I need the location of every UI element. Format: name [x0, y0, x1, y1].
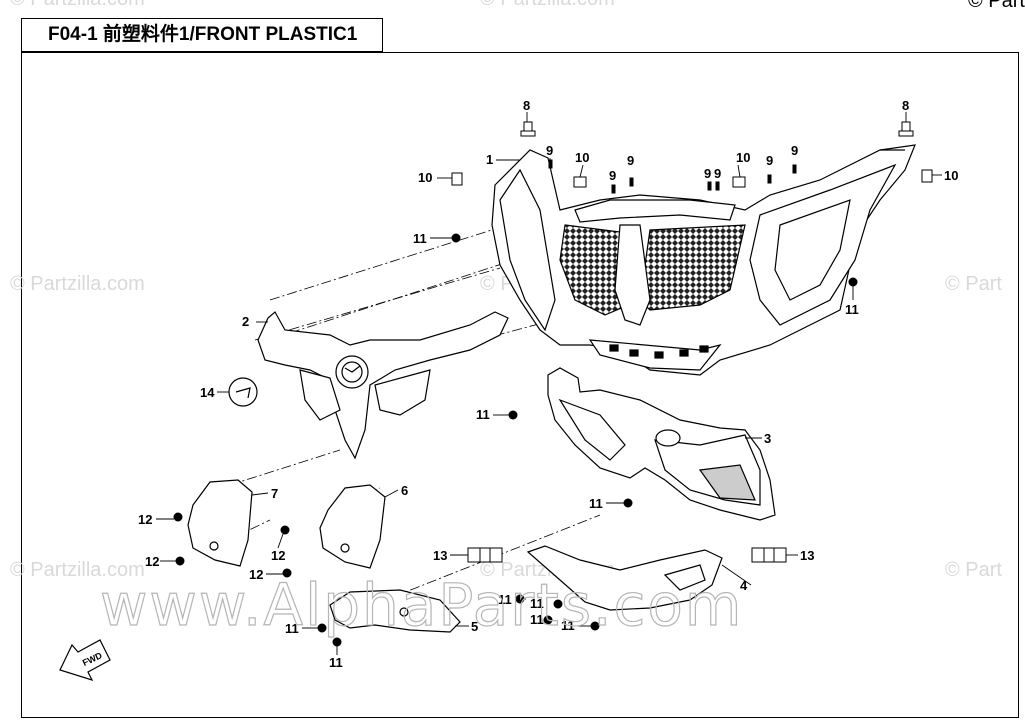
screw-icons [173, 233, 858, 647]
side-guard-part-6 [319, 484, 386, 569]
emblem-part-14 [228, 377, 258, 407]
bolt-icons [520, 121, 914, 137]
callout-9: 9 [546, 143, 553, 158]
watermark-partzilla-mid-right: © Part [945, 273, 1002, 295]
watermark-partzilla-low-left: © Partzilla.com [10, 559, 145, 581]
callout-1: 1 [486, 152, 493, 167]
clip-part-13-left [467, 547, 503, 563]
watermark-partzilla-top-center: © Partzilla.com [480, 0, 615, 11]
callout-6: 6 [401, 483, 408, 498]
callout-11: 11 [530, 612, 544, 627]
callout-11: 11 [589, 496, 603, 511]
callout-7: 7 [271, 486, 278, 501]
callout-4: 4 [740, 578, 748, 593]
callout-labels: 8 8 1 9 10 9 9 9 9 10 9 9 10 10 11 11 2 … [138, 98, 958, 670]
callout-12: 12 [271, 548, 285, 563]
clip-nut-icons [451, 169, 933, 188]
callout-11: 11 [498, 592, 512, 607]
watermark-alphaparts: www.AlphaParts.com [100, 571, 743, 639]
callout-11: 11 [561, 618, 575, 633]
callout-13: 13 [800, 548, 814, 563]
bumper-trim-part-2 [257, 311, 509, 460]
callout-9: 9 [609, 168, 616, 183]
watermark-partzilla-low-right: © Part [945, 559, 1002, 581]
callout-11: 11 [476, 407, 490, 422]
callout-10: 10 [944, 168, 958, 183]
callout-10: 10 [736, 150, 750, 165]
callout-9: 9 [627, 153, 634, 168]
callout-9: 9 [766, 153, 773, 168]
callout-12: 12 [249, 567, 263, 582]
callout-11: 11 [329, 655, 343, 670]
pin-icons [548, 159, 797, 194]
skid-plate-part-4 [526, 545, 723, 611]
callout-10: 10 [418, 170, 432, 185]
callout-5: 5 [471, 619, 478, 634]
copyright-label: © Part [968, 0, 1025, 12]
callout-8: 8 [523, 98, 530, 113]
leader-lines [156, 112, 942, 655]
callout-13: 13 [433, 548, 447, 563]
diagram-title: F04-1 前塑料件1/FRONT PLASTIC1 [21, 18, 383, 52]
intake-duct-part-3 [547, 367, 776, 521]
skid-plate-part-5 [329, 589, 461, 633]
front-cowl-part-1 [491, 144, 916, 376]
watermark-partzilla-top-left: © Partzilla.com [10, 0, 145, 11]
callout-11: 11 [530, 596, 544, 611]
callout-11: 11 [845, 302, 859, 317]
fwd-arrow-icon: FWD [59, 639, 111, 681]
callout-9: 9 [791, 143, 798, 158]
watermark-partzilla-mid-left: © Partzilla.com [10, 273, 145, 295]
callout-9: 9 [704, 166, 711, 181]
callout-10: 10 [575, 150, 589, 165]
callout-11: 11 [413, 231, 427, 246]
side-guard-part-7 [187, 479, 253, 567]
callout-12: 12 [145, 554, 159, 569]
callout-14: 14 [200, 385, 215, 400]
diagram-frame [21, 52, 1019, 718]
callout-9: 9 [714, 166, 721, 181]
callout-3: 3 [764, 431, 771, 446]
callout-2: 2 [242, 314, 249, 329]
clip-part-13-right [751, 547, 787, 563]
callout-8: 8 [902, 98, 909, 113]
callout-11: 11 [285, 621, 299, 636]
callout-12: 12 [138, 512, 152, 527]
